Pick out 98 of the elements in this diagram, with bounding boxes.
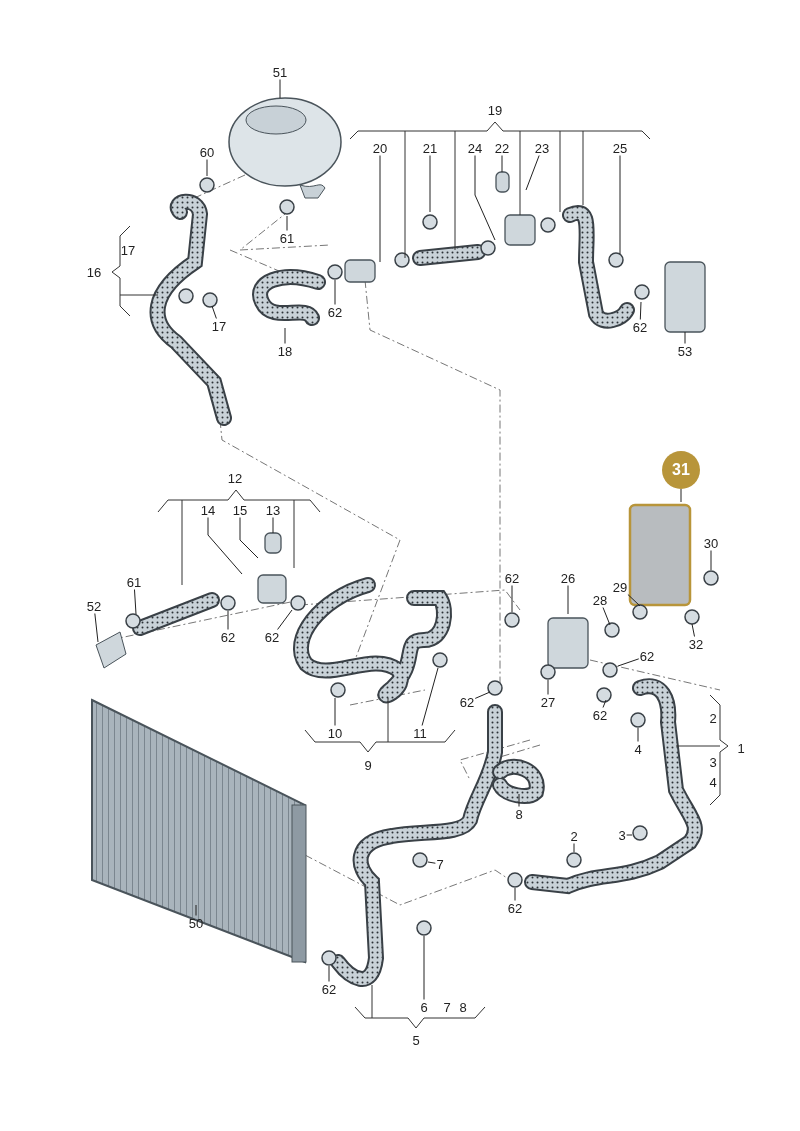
leader-line: [639, 301, 642, 320]
callout-number: 24: [466, 140, 484, 156]
leader-line: [518, 793, 520, 807]
leader-line: [547, 679, 549, 695]
callout-number: 30: [702, 535, 720, 551]
callout-number: 8: [458, 999, 468, 1015]
leader-line: [423, 935, 425, 1000]
leader-line: [525, 155, 540, 191]
callout-number: 51: [271, 64, 289, 80]
leader-line: [195, 904, 197, 916]
callout-number: 50: [187, 915, 205, 931]
leader-line: [501, 155, 503, 173]
callout-number: 23: [533, 140, 551, 156]
leader-line: [277, 609, 293, 630]
callout-number: 9: [363, 757, 373, 773]
callout-number: 12: [226, 470, 244, 486]
leader-line: [602, 607, 611, 626]
callout-number: 27: [539, 694, 557, 710]
callout-number: 61: [278, 230, 296, 246]
callout-number: 32: [687, 636, 705, 652]
callout-number: 62: [458, 694, 476, 710]
callout-number: 1: [736, 740, 746, 756]
callout-number: 62: [263, 629, 281, 645]
callout-number: 62: [638, 648, 656, 664]
callout-number: 18: [276, 343, 294, 359]
callout-number: 62: [631, 319, 649, 335]
leader-line: [379, 155, 381, 263]
leader-line: [334, 279, 336, 305]
leader-line: [206, 159, 208, 177]
callout-number: 5: [411, 1032, 421, 1048]
callout-number: 7: [435, 856, 445, 872]
callout-badge: 31: [662, 451, 700, 489]
callout-number: 10: [326, 725, 344, 741]
callout-number: 19: [486, 102, 504, 118]
leader-line: [514, 887, 516, 901]
leader-line: [602, 699, 607, 708]
callout-number: 17: [210, 318, 228, 334]
callout-number: 20: [371, 140, 389, 156]
leader-line: [272, 517, 274, 534]
callout-number: 17: [119, 242, 137, 258]
leader-line: [328, 965, 330, 982]
callout-number: 62: [506, 900, 524, 916]
callout-number: 13: [264, 502, 282, 518]
callout-number: 2: [708, 710, 718, 726]
callout-number: 26: [559, 570, 577, 586]
leader-line: [133, 589, 137, 615]
leader-line: [637, 727, 639, 742]
callout-number: 14: [199, 502, 217, 518]
callout-number: 3: [617, 827, 627, 843]
callout-number: 2: [569, 828, 579, 844]
leader-line: [627, 594, 641, 607]
leader-line: [626, 834, 633, 836]
callout-number: 62: [503, 570, 521, 586]
leader-line: [710, 550, 712, 571]
leader-line: [567, 585, 569, 615]
leader-line: [286, 215, 288, 231]
callout-number: 25: [611, 140, 629, 156]
callout-number: 3: [708, 754, 718, 770]
leader-line: [619, 155, 621, 255]
callout-number: 29: [611, 579, 629, 595]
leader-line: [617, 658, 640, 667]
callout-number: 22: [493, 140, 511, 156]
leader-line: [334, 697, 336, 726]
leader-line: [573, 843, 575, 853]
leader-line: [239, 517, 259, 559]
leader-line: [279, 79, 281, 99]
callout-number: 21: [421, 140, 439, 156]
leader-line: [691, 623, 695, 637]
leader-line: [474, 691, 491, 699]
leader-line: [211, 305, 217, 319]
callout-number: 62: [320, 981, 338, 997]
leader-line: [680, 488, 682, 503]
callout-number: 62: [591, 707, 609, 723]
callout-number: 28: [591, 592, 609, 608]
leader-line: [427, 861, 436, 864]
leader-line: [227, 610, 229, 630]
callout-number: 61: [125, 574, 143, 590]
callout-number: 8: [514, 806, 524, 822]
callout-number: 62: [326, 304, 344, 320]
leader-line: [94, 613, 99, 643]
leader-line: [429, 155, 431, 213]
callout-number: 16: [85, 264, 103, 280]
leader-line: [684, 331, 686, 344]
callout-number: 4: [633, 741, 643, 757]
callout-number: 60: [198, 144, 216, 160]
callout-number: 7: [442, 999, 452, 1015]
callout-number: 52: [85, 598, 103, 614]
callout-number: 4: [708, 774, 718, 790]
callout-number: 15: [231, 502, 249, 518]
leader-line: [207, 517, 243, 575]
callout-number: 11: [412, 725, 428, 741]
leader-line: [421, 667, 439, 726]
callout-number: 6: [419, 999, 429, 1015]
leader-line: [511, 585, 513, 613]
callout-number: 53: [676, 343, 694, 359]
callout-number: 62: [219, 629, 237, 645]
leader-line: [474, 155, 496, 241]
leader-line: [284, 327, 286, 344]
